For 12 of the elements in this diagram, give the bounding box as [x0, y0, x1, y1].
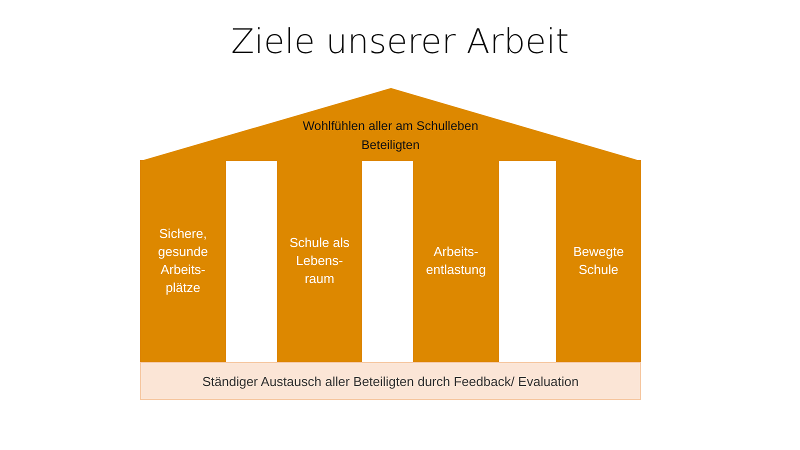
pillar-block	[556, 160, 641, 362]
pillar-label: Schule als Lebens-raum	[288, 234, 350, 288]
pillar-block	[413, 160, 499, 362]
pillar-block	[277, 160, 362, 362]
pillar-label: Sichere, gesunde Arbeits-plätze	[157, 225, 209, 297]
foundation-band	[140, 362, 641, 400]
pillar-label: Arbeits-entlastung	[425, 243, 487, 279]
roof-label: Wohlfühlen aller am Schulleben Beteiligten	[302, 118, 480, 154]
title: Ziele unserer Arbeit	[230, 22, 570, 62]
pillar-block	[140, 160, 226, 362]
foundation-label: Ständiger Austausch aller Beteiligten durch Feedback/ Evaluation	[202, 374, 579, 388]
pillar-label: Bewegte Schule	[572, 243, 625, 279]
